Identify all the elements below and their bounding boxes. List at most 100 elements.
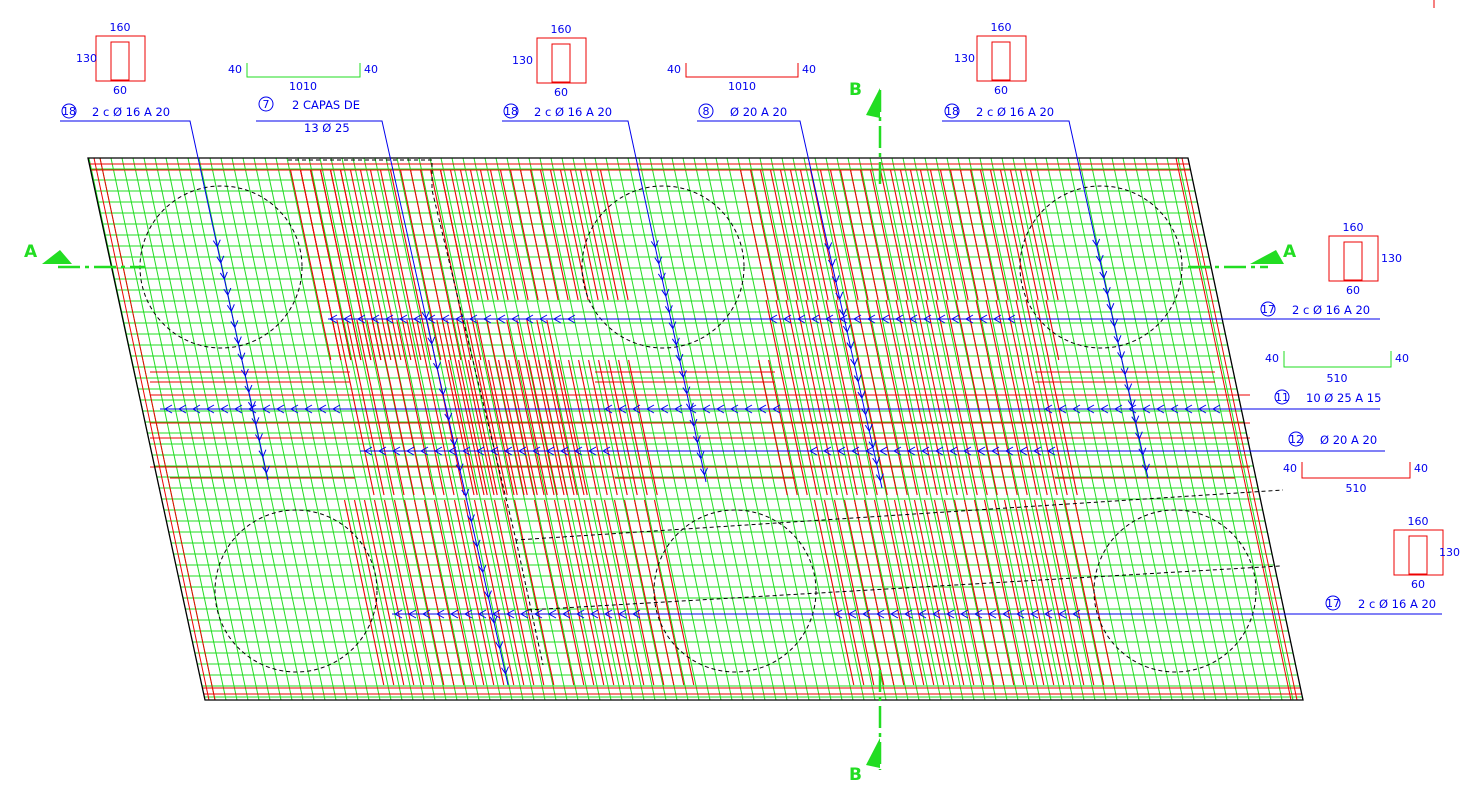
callout-text: 2 c Ø 16 A 20	[1358, 597, 1436, 611]
callout-text: 2 c Ø 16 A 20	[976, 105, 1054, 119]
callout-18-b: 18 2 c Ø 16 A 20	[503, 103, 612, 119]
arrow-tick	[768, 314, 778, 324]
mesh-line	[88, 158, 117, 700]
callout-number-circle	[1274, 389, 1290, 405]
rebar-line	[409, 169, 452, 361]
arrow-tick	[668, 321, 677, 330]
arrow-tick	[561, 609, 571, 619]
rebar-line	[473, 499, 515, 686]
arrow-tick	[435, 609, 445, 619]
arrow-tick	[973, 609, 983, 619]
rebar-line	[779, 169, 809, 301]
arrow-tick	[1120, 367, 1129, 376]
arrow-tick	[664, 305, 673, 314]
rebar-line	[613, 499, 655, 686]
rebar-line	[918, 359, 948, 496]
mesh-line	[1122, 158, 1239, 700]
arrow-tick	[964, 314, 974, 324]
arrow-tick	[212, 239, 221, 248]
stirrup-bottom: 60	[554, 86, 568, 99]
rebar-line	[503, 499, 545, 686]
bar-shape-green: 40 1010 40	[228, 63, 378, 93]
arrow-tick	[289, 404, 299, 414]
stirrup-width: 160	[1408, 515, 1429, 528]
mesh-line	[1175, 158, 1292, 700]
stirrup-detail: 160 130 60	[1393, 515, 1460, 591]
arrow-tick	[455, 463, 464, 472]
callout-number-circle	[503, 103, 519, 119]
rebar-line	[299, 169, 342, 361]
rebar-line	[868, 359, 898, 496]
arrow-tick	[673, 404, 683, 414]
mesh-line	[1067, 158, 1184, 700]
arrow-tick	[687, 404, 697, 414]
bar-shape-red-510: 40 510 40	[1283, 462, 1428, 495]
arrow-tick	[501, 666, 509, 675]
rebar-line	[349, 169, 392, 361]
mesh-line	[1089, 158, 1206, 700]
mesh-line	[605, 158, 722, 700]
arrow-tick	[1155, 404, 1165, 414]
rebar-line	[476, 319, 515, 496]
rebar-line	[289, 169, 332, 361]
rebar-line	[506, 319, 545, 496]
arrow-tick	[393, 609, 403, 619]
callout-number: 7	[263, 98, 270, 111]
callout-17-b: 17 2 c Ø 16 A 20	[1325, 595, 1436, 611]
rebar-line	[825, 299, 840, 361]
arrow-tick	[1127, 399, 1136, 408]
arrow-tick	[262, 465, 270, 474]
arrow-tick	[850, 357, 858, 367]
callout-text: 2 c Ø 16 A 20	[92, 105, 170, 119]
arrow-tick	[503, 446, 513, 456]
callout-labels: 18 2 c Ø 16 A 20 7 2 CAPAS DE 13 Ø 25 18…	[61, 96, 1436, 611]
mesh-line	[1181, 158, 1298, 700]
stirrup-height: 130	[1381, 252, 1402, 265]
rebar-line	[423, 499, 465, 686]
arrow-tick	[675, 353, 684, 363]
arrow-tick	[645, 404, 655, 414]
arrow-tick	[449, 609, 459, 619]
arrow-tick	[426, 314, 436, 324]
mesh-line	[165, 158, 282, 700]
mesh-line	[143, 158, 260, 700]
mesh-line	[693, 158, 810, 700]
arrow-tick	[463, 609, 473, 619]
arrow-tick	[833, 609, 843, 619]
rebar-line	[488, 359, 518, 496]
bar-shape-right: 40	[364, 63, 378, 76]
stirrup-outer	[1393, 529, 1444, 576]
arrow-tick	[861, 407, 870, 416]
rebar-line	[468, 359, 498, 496]
rebar-line	[815, 299, 830, 361]
mesh-line	[1177, 158, 1294, 700]
rebar-line	[949, 169, 979, 301]
rebar-line	[453, 499, 495, 686]
arrow-tick	[931, 609, 941, 619]
arrow-tick	[796, 314, 806, 324]
rebar-line	[829, 169, 859, 301]
arrow-tick	[1197, 404, 1207, 414]
arrow-tick	[356, 314, 366, 324]
arrow-tick	[444, 412, 453, 421]
callout-number: 17	[1326, 597, 1340, 610]
rebar-line	[968, 359, 998, 496]
bar-shape-mid: 510	[1346, 482, 1367, 495]
bar-shape-mid: 1010	[289, 80, 317, 93]
arrow-tick	[864, 423, 873, 433]
rebar-line	[456, 319, 495, 496]
arrow-tick	[617, 609, 627, 619]
mesh-line	[176, 158, 293, 700]
rebar-line	[785, 299, 800, 361]
stirrup-outer	[1328, 235, 1379, 282]
arrow-tick	[244, 384, 253, 394]
arrow-tick	[468, 314, 478, 324]
stirrup-detail: 160 130 60	[512, 23, 587, 99]
section-a-left: A	[24, 242, 145, 269]
arrow-tick	[1085, 404, 1095, 414]
section-a-left-label: A	[24, 242, 38, 262]
rebar-line	[885, 299, 900, 361]
rebar-line	[878, 359, 908, 496]
callout-number-circle	[1260, 301, 1276, 317]
rebar-line	[819, 169, 849, 301]
